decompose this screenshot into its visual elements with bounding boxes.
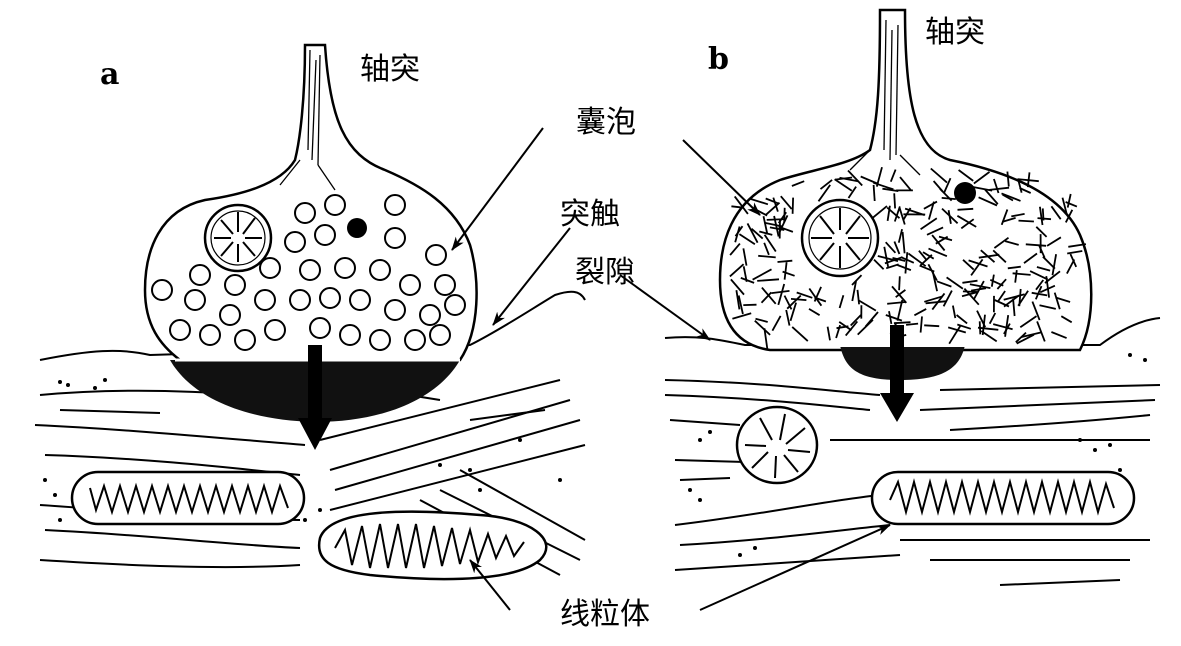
synaptic-cleft-label-line1: 突触 — [560, 200, 620, 230]
panel-a-drawing — [35, 45, 585, 610]
elongated-vesicle — [784, 208, 785, 223]
vesicle-leader-b — [683, 140, 760, 215]
elongated-vesicle — [791, 299, 806, 300]
mitochondria-label: 线粒体 — [560, 600, 650, 630]
mitochondrion-terminal-b — [802, 200, 878, 276]
elongated-vesicle — [924, 325, 939, 326]
synaptic-cleft-label-line2: 裂隙 — [575, 258, 635, 288]
panel-b-drawing — [620, 10, 1160, 610]
mitochondrion-b-1 — [737, 407, 817, 483]
vesicle-label: 囊泡 — [576, 108, 636, 138]
elongated-vesicle — [942, 198, 956, 199]
elongated-vesicle — [958, 209, 974, 210]
elongated-vesicle — [1019, 221, 1034, 222]
elongated-vesicle — [899, 276, 900, 290]
elongated-vesicle — [980, 321, 981, 334]
mitochondrion-b-2 — [872, 472, 1134, 524]
dense-core-vesicle-a — [347, 218, 367, 238]
vesicle-leader-a — [452, 128, 543, 250]
panel-label-a: a — [100, 60, 119, 90]
elongated-vesicle — [793, 198, 794, 214]
mitochondrion-a-1 — [72, 472, 304, 524]
mitochondrion-terminal-a — [205, 205, 271, 271]
dense-core-vesicle-b — [954, 182, 976, 204]
elongated-vesicle — [894, 193, 895, 208]
elongated-vesicle — [1068, 194, 1071, 208]
mito-leader-b — [700, 525, 890, 610]
elongated-vesicle — [894, 322, 911, 323]
panel-label-b: b — [708, 45, 729, 75]
elongated-vesicle — [874, 185, 875, 201]
mitochondrion-a-2 — [319, 512, 546, 579]
elongated-vesicle — [767, 219, 786, 220]
elongated-vesicle — [1043, 208, 1044, 220]
axon-label-a: 轴突 — [360, 55, 420, 85]
axon-label-b: 轴突 — [925, 18, 985, 48]
